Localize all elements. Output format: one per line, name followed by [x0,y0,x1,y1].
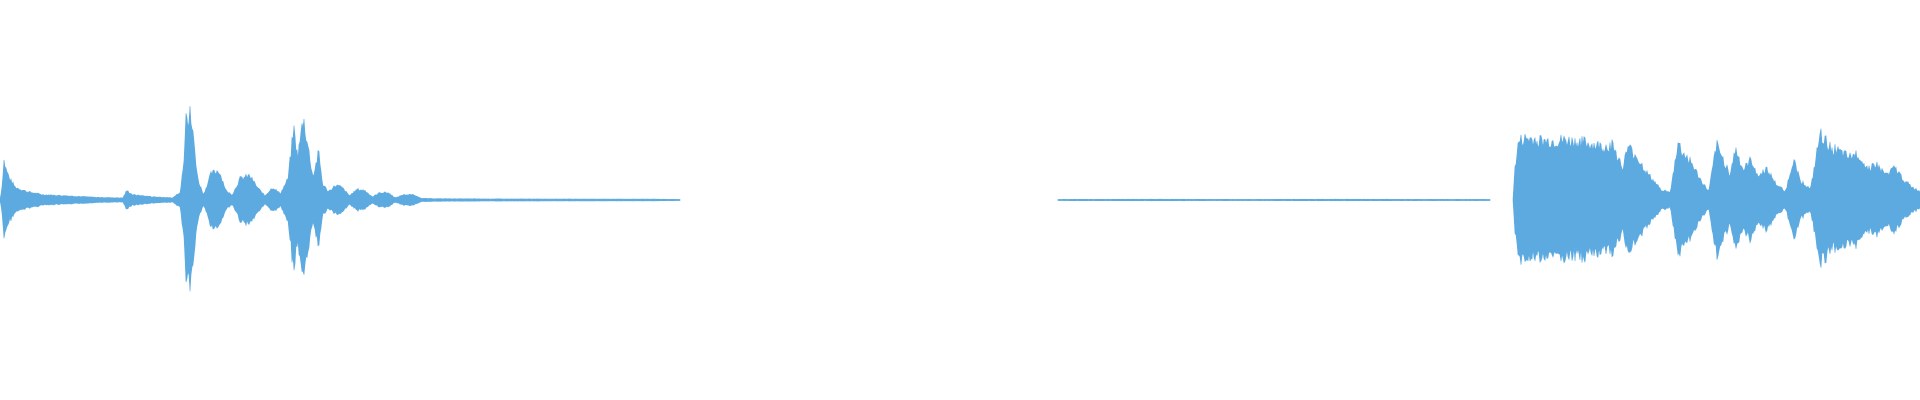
waveform-segments [0,106,1920,292]
waveform-segment-1 [0,106,681,292]
waveform-segment-2 [1057,198,1491,202]
waveform-segment-3 [1512,128,1920,268]
